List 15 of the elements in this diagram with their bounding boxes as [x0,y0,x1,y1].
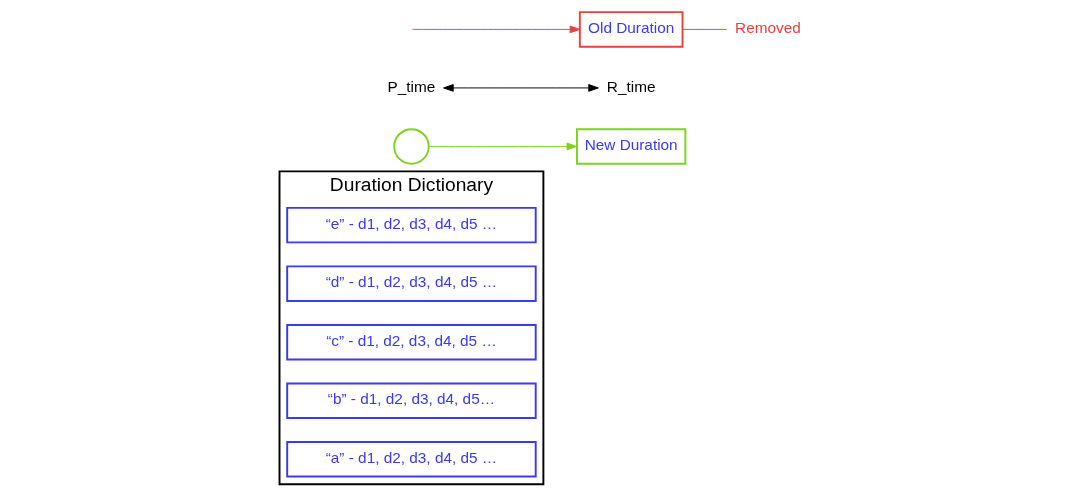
node-box: New Duration [575,128,686,165]
node-box: Old Duration [578,11,683,48]
connector [681,28,727,30]
arrow [411,25,580,34]
node-text: P_time [387,77,435,95]
node-text: R_time [606,77,655,95]
node-box: “b” - d1, d2, d3, d4, d5… [285,382,537,419]
arrow [427,142,577,151]
node-box: “d” - d1, d2, d3, d4, d5 … [285,265,537,302]
node-box: “e” - d1, d2, d3, d4, d5 … [285,206,537,244]
node-text: Removed [734,19,801,37]
arrow [442,84,599,92]
node-box: “a” - d1, d2, d3, d4, d5 … [285,441,537,478]
node-box: “c” - d1, d2, d3, d4, d5 … [285,323,537,361]
node-circle [392,128,430,165]
